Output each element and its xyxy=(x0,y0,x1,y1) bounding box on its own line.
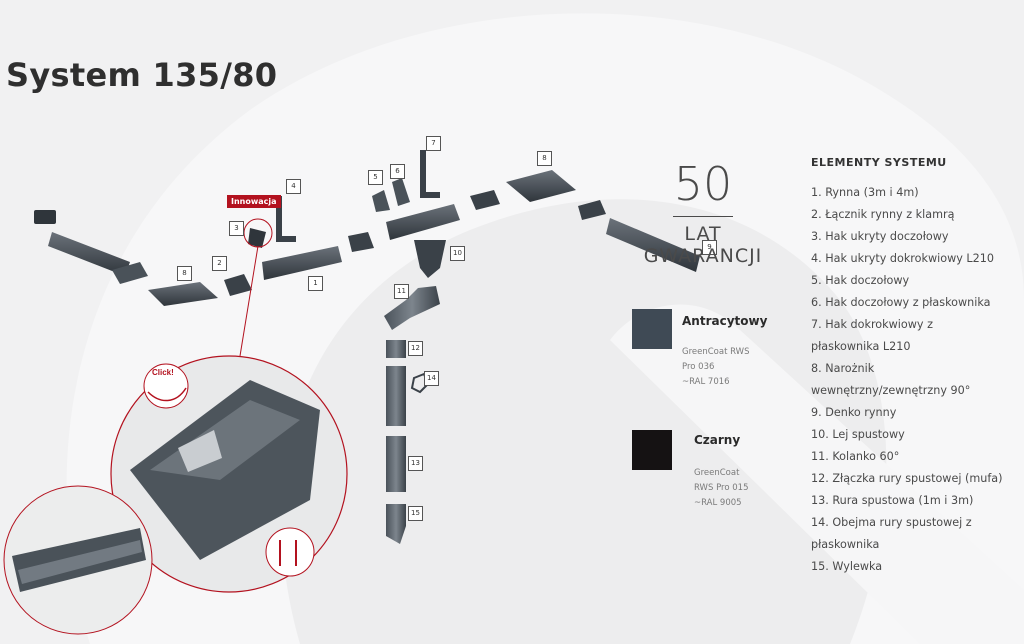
element-item: 14. Obejma rury spustowej z xyxy=(811,516,972,529)
hook-part xyxy=(276,196,296,242)
elements-items: 1. Rynna (3m i 4m) 2. Łącznik rynny z kla… xyxy=(811,182,1021,578)
coupler-part xyxy=(386,340,406,358)
pipe-clip-part xyxy=(410,372,430,394)
elements-heading: ELEMENTY SYSTEMU xyxy=(811,156,947,169)
color-swatch-antracytowy xyxy=(632,309,672,349)
warranty-number: 50 xyxy=(673,157,733,211)
install-bubble xyxy=(265,527,315,577)
part-label: 3 xyxy=(229,221,244,236)
element-item: wewnętrzny/zewnętrzny 90° xyxy=(811,384,971,397)
corner-part xyxy=(506,170,576,202)
element-item: płaskownika xyxy=(811,538,880,551)
element-item: 12. Złączka rury spustowej (mufa) xyxy=(811,472,1003,485)
element-item: 1. Rynna (3m i 4m) xyxy=(811,186,919,199)
element-item: 15. Wylewka xyxy=(811,560,883,573)
page-title: System 135/80 xyxy=(6,56,278,94)
warranty-block: 50 LAT GWARANCJI xyxy=(628,158,778,267)
element-item: 3. Hak ukryty doczołowy xyxy=(811,230,949,243)
outlet-part xyxy=(414,240,446,278)
part-label: 4 xyxy=(286,179,301,194)
part-label: 2 xyxy=(212,256,227,271)
part-label: 15 xyxy=(408,506,423,521)
part-label: 7 xyxy=(426,136,441,151)
system-elements-list: ELEMENTY SYSTEMU 1. Rynna (3m i 4m) 2. Łą… xyxy=(811,156,1021,578)
part-label: 14 xyxy=(424,371,439,386)
element-item: 2. Łącznik rynny z klamrą xyxy=(811,208,955,221)
spout-part xyxy=(386,504,406,544)
part-label: 1 xyxy=(308,276,323,291)
hook-part xyxy=(392,178,410,206)
hook-part xyxy=(372,190,390,212)
element-item: 4. Hak ukryty dokrokwiowy L210 xyxy=(811,252,995,265)
end-cap-part xyxy=(34,210,56,224)
color-code: GreenCoat RWS Pro 015 ~RAL 9005 xyxy=(694,468,749,508)
element-item: 7. Hak dokrokwiowy z xyxy=(811,318,933,331)
element-item: 9. Denko rynny xyxy=(811,406,897,419)
color-name: Czarny xyxy=(694,433,741,447)
warranty-line1: LAT xyxy=(684,223,722,245)
part-label: 12 xyxy=(408,341,423,356)
pipe-part xyxy=(386,436,406,492)
connector-part xyxy=(578,200,606,220)
element-item: płaskownika L210 xyxy=(811,340,911,353)
gutter-part xyxy=(386,204,460,240)
part-label: 8 xyxy=(177,266,192,281)
connector-part xyxy=(224,274,252,296)
elbow-part xyxy=(384,286,440,330)
pipe-part xyxy=(386,366,406,426)
element-item: 10. Lej spustowy xyxy=(811,428,905,441)
color-code: GreenCoat RWS Pro 036 ~RAL 7016 xyxy=(682,347,750,387)
element-item: 8. Narożnik xyxy=(811,362,875,375)
gutter-part xyxy=(262,246,342,280)
element-item: 11. Kolanko 60° xyxy=(811,450,900,463)
connector-part xyxy=(470,190,500,210)
connector-part xyxy=(112,262,148,284)
color-swatch-czarny xyxy=(632,430,672,470)
gutter-part xyxy=(48,232,130,276)
part-label: 11 xyxy=(394,284,409,299)
connector-part xyxy=(348,232,374,252)
element-item: 13. Rura spustowa (1m i 3m) xyxy=(811,494,974,507)
part-label: 5 xyxy=(368,170,383,185)
part-label: 9 xyxy=(702,240,717,255)
hook-part xyxy=(248,228,266,248)
hook-part xyxy=(420,150,440,198)
corner-part xyxy=(148,282,218,306)
part-label: 13 xyxy=(408,456,423,471)
warranty-line2: GWARANCJI xyxy=(643,245,763,267)
element-item: 5. Hak doczołowy xyxy=(811,274,910,287)
innovation-badge: Innowacja xyxy=(227,195,281,208)
part-label: 8 xyxy=(537,151,552,166)
click-label: Click! xyxy=(152,368,174,377)
element-item: 6. Hak doczołowy z płaskownika xyxy=(811,296,991,309)
gutter-part xyxy=(606,218,700,272)
part-label: 10 xyxy=(450,246,465,261)
color-name: Antracytowy xyxy=(682,314,768,328)
part-label: 6 xyxy=(390,164,405,179)
warranty-divider xyxy=(673,216,733,217)
